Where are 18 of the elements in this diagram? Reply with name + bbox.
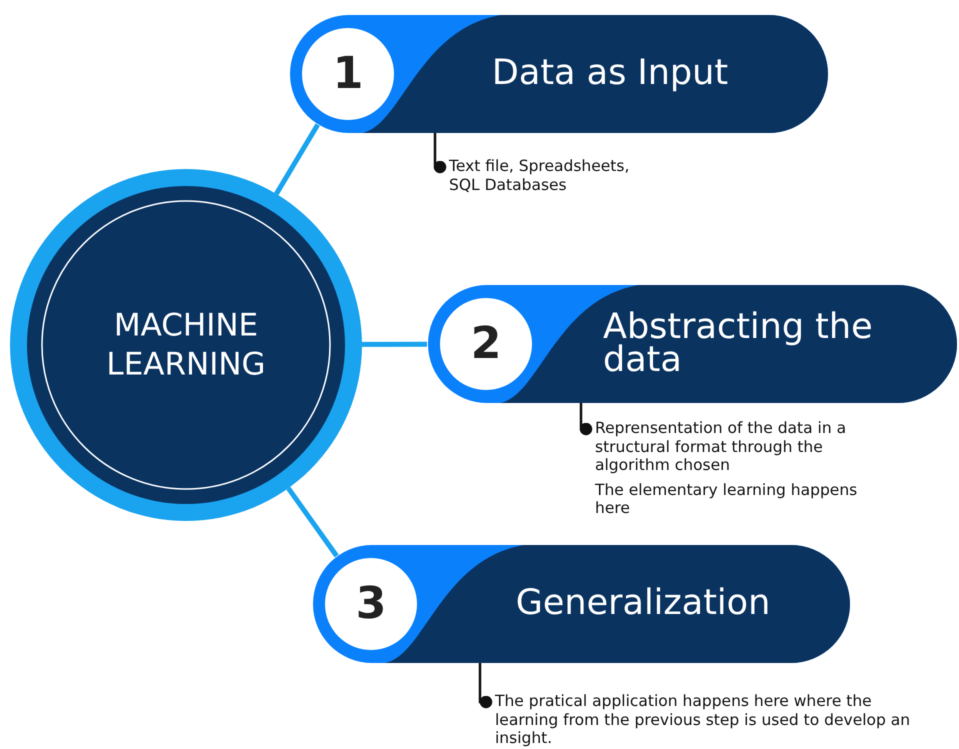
step-number: 3 [354, 582, 388, 626]
leader-line [580, 403, 592, 436]
leader-line [434, 133, 446, 174]
step-title: Abstracting the data [603, 310, 874, 378]
note-text: Text file, Spreadsheets, SQL Databases [449, 157, 630, 194]
topic-title: MACHINE LEARNING [105, 306, 267, 384]
connector-line [286, 486, 339, 558]
connector-line [362, 342, 427, 347]
connector-line [274, 123, 320, 196]
leader-line [478, 663, 492, 708]
step-number: 1 [332, 52, 364, 96]
step-title: Generalization [514, 587, 772, 621]
note-text: Reprensentation of the data in a structural format through the algorithm chosen [595, 419, 848, 475]
topic-circle [10, 169, 362, 521]
step-title: Data as Input [490, 57, 730, 91]
note-text: The pratical application happens here where the learning from the previous step is used to develop an insight. [495, 692, 912, 748]
step-number: 2 [470, 322, 502, 366]
note-text: The elementary learning happens here [595, 480, 858, 518]
